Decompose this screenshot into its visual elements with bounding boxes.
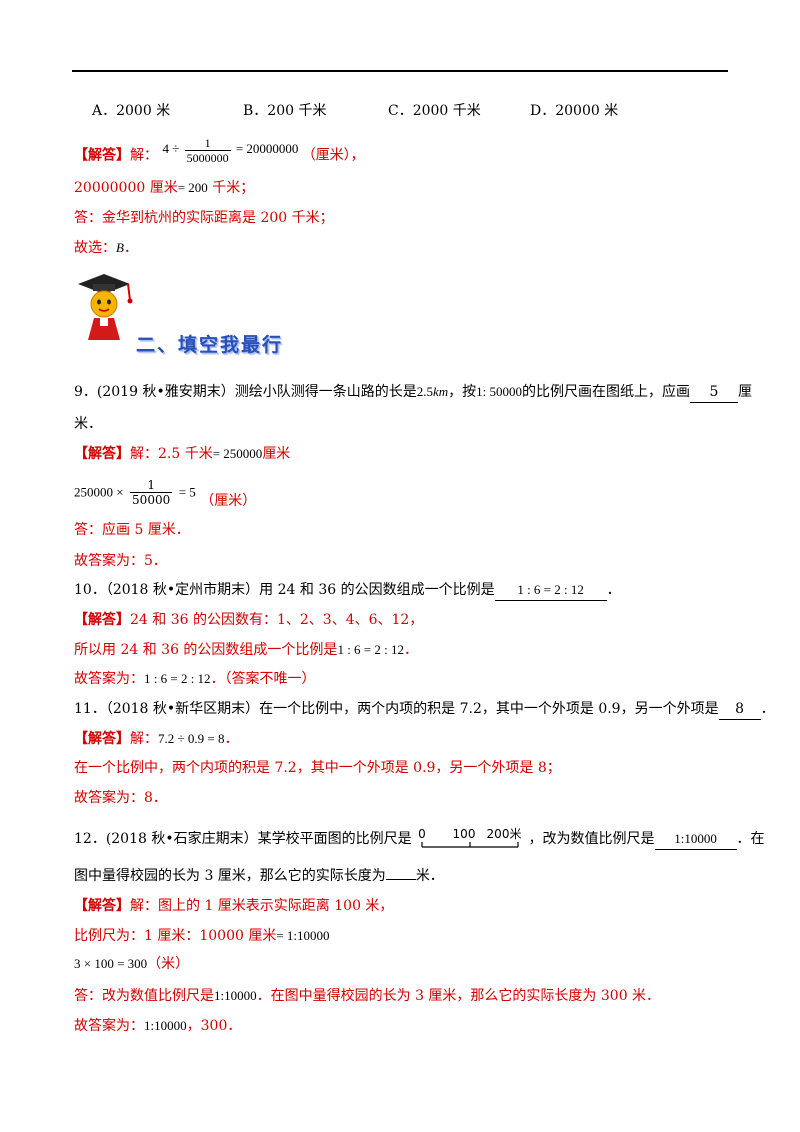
q12-answer: 答：改为数值比例尺是1:10000．在图中量得校园的长为 3 厘米，那么它的实际…	[74, 988, 661, 1004]
mascot-graduate-icon	[78, 274, 133, 340]
q9-final: 故答案为：5．	[74, 553, 167, 569]
q11-stem: 11．（2018 秋•新华区期末）在一个比例中，两个内项的积是 7.2，其中一个…	[74, 699, 775, 720]
q9-stem: 9．(2019 秋•雅安期末）测绘小队测得一条山路的长是2.5km，按1: 50…	[74, 382, 752, 403]
q10-solution-line2: 所以用 24 和 36 的公因数组成一个比例是1 : 6 = 2 : 12．	[74, 642, 418, 658]
q12-stem: 12．(2018 秋•石家庄期末）某学校平面图的比例尺是 0 100 200米 …	[74, 826, 765, 852]
q12-final: 故答案为：1:10000，300．	[74, 1018, 242, 1034]
q8-solution-line2: 20000000 厘米= 200 千米；	[74, 180, 255, 196]
option-c: C．2000 千米	[388, 103, 481, 119]
q12-stem-cont: 图中量得校园的长为 3 厘米，那么它的实际长度为米．	[74, 868, 444, 884]
q10-solution-line1: 【解答】24 和 36 的公因数有：1、2、3、4、6、12，	[74, 612, 424, 628]
answer-tag: 【解答】	[74, 446, 130, 462]
q9-answer: 答：应画 5 厘米．	[74, 522, 190, 538]
answer-tag: 【解答】	[74, 147, 130, 164]
answer-blank-2	[385, 879, 416, 880]
q11-final: 故答案为：8．	[74, 790, 167, 806]
answer-tag: 【解答】	[74, 612, 130, 628]
header-rule	[72, 70, 728, 72]
q11-solution-line1: 【解答】解：7.2 ÷ 0.9 = 8．	[74, 731, 239, 747]
q12-solution-line3: 3 × 100 = 300（米）	[74, 956, 190, 972]
answer-tag: 【解答】	[74, 898, 130, 914]
q12-solution-line1: 【解答】解：图上的 1 厘米表示实际距离 100 米，	[74, 898, 394, 914]
answer-blank: 8	[718, 699, 761, 720]
answer-tag: 【解答】	[74, 731, 130, 747]
q12-solution-line2: 比例尺为：1 厘米：10000 厘米= 1:10000	[74, 928, 330, 944]
option-a: A．2000 米	[92, 103, 171, 119]
scale-label-100: 100	[453, 827, 476, 841]
q9-solution-line1: 【解答】解：2.5 千米= 250000厘米	[74, 446, 291, 462]
q9-stem-cont: 米．	[74, 416, 102, 432]
section-title: 二、填空我最行	[136, 334, 284, 356]
q8-answer: 答：金华到杭州的实际距离是 200 千米；	[74, 210, 334, 226]
q11-solution-line2: 在一个比例中，两个内项的积是 7.2，其中一个外项是 0.9，另一个外项是 8；	[74, 760, 561, 776]
scale-label-200: 200米	[487, 827, 522, 841]
option-d: D．20000 米	[530, 103, 619, 119]
option-b: B．200 千米	[243, 103, 327, 119]
answer-blank: 5	[690, 382, 739, 403]
scale-label-0: 0	[418, 827, 426, 841]
line-scale-bar: 0 100 200米	[418, 827, 522, 848]
answer-blank: 1:10000	[654, 829, 737, 850]
q10-final: 故答案为：1 : 6 = 2 : 12．（答案不唯一）	[74, 671, 316, 687]
q8-choice: 故选：B．	[74, 240, 138, 256]
answer-blank: 1 : 6 = 2 : 12	[494, 580, 607, 601]
